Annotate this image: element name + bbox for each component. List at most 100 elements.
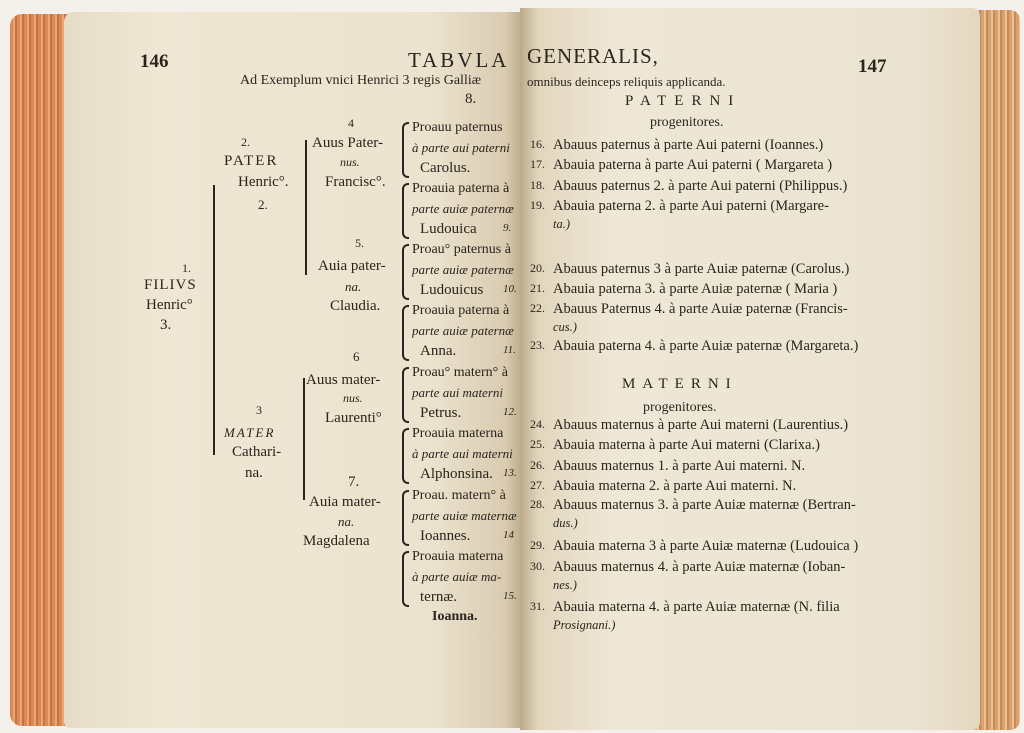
grandparent-title-cont: nus.: [343, 391, 363, 405]
great-grandparent-name: Ioannes.: [420, 528, 471, 544]
entry-number: 21.: [530, 281, 545, 295]
left-page: [64, 12, 520, 728]
great-grandparent-title-cont: à parte aui materni: [412, 446, 513, 461]
entry-text: Abauus Paternus 4. à parte Auiæ paternæ …: [553, 301, 848, 317]
brace-icon: [402, 428, 409, 484]
entry-text: Abauia materna 4. à parte Auiæ maternæ (…: [553, 599, 840, 615]
entry-number: 28.: [530, 497, 545, 511]
entry-text: Abauus maternus 3. à parte Auiæ maternæ …: [553, 497, 856, 513]
pater-number: 2.: [241, 135, 250, 149]
great-grandparent-title: Proauia paterna à: [412, 181, 510, 196]
great-grandparent-title-cont: parte auiæ paternæ: [412, 323, 514, 338]
entry-number: 20.: [530, 261, 545, 275]
title-left: TABVLA: [408, 48, 510, 72]
mater-label: MATER: [224, 425, 276, 440]
great-grandparent-title: Proau. matern° à: [412, 488, 506, 503]
great-grandparent-name: Alphonsina.: [420, 466, 493, 482]
entry-number: 18.: [530, 178, 545, 192]
filius-bracket: [213, 185, 215, 455]
entry-text: Abauia materna 3 à parte Auiæ maternæ (L…: [553, 538, 859, 554]
great-grandparent-number: 11.: [503, 344, 516, 356]
pater-generation: 2.: [258, 197, 268, 212]
brace-icon: [402, 551, 409, 607]
pater-bracket: [305, 140, 307, 275]
entry-number: 29.: [530, 538, 545, 552]
great-grandparent-title: Proau° matern° à: [412, 365, 508, 380]
entry-number: 26.: [530, 458, 545, 472]
entry-text: Abauia materna 2. à parte Aui materni. N…: [553, 478, 797, 494]
great-grandparent-first-number: 8.: [465, 91, 477, 107]
brace-icon: [402, 183, 409, 239]
entry-text: Abauia materna à parte Aui materni (Clar…: [553, 437, 820, 453]
great-grandparent-name: Petrus.: [420, 405, 462, 421]
entry-text: Abauus paternus 3 à parte Auiæ paternæ (…: [553, 261, 850, 277]
great-grandparent-title: Proauia materna: [412, 549, 504, 564]
entry-text: Abauia paterna à parte Aui paterni ( Mar…: [553, 157, 833, 173]
great-grandparent-title: Proau° paternus à: [412, 242, 511, 257]
entry-number: 22.: [530, 301, 545, 315]
grandparent-number: 7.: [348, 474, 360, 490]
grandparent-title-cont: nus.: [340, 155, 360, 169]
entry-text: Abauia paterna 3. à parte Auiæ paternæ (…: [553, 281, 838, 297]
entry-number: 27.: [530, 478, 545, 492]
materni-subheading: progenitores.: [643, 400, 717, 415]
grandparent-title: Auia mater-: [309, 494, 381, 510]
great-grandparent-title-cont: à parte auiæ ma-: [412, 569, 502, 584]
grandparent-name: Magdalena: [303, 533, 370, 549]
subtitle-right: omnibus deinceps reliquis applicanda.: [527, 74, 726, 89]
last-great-grandparent-name: Ioanna.: [432, 609, 478, 624]
entry-number: 17.: [530, 157, 545, 171]
title-right: GENERALIS,: [527, 44, 659, 68]
open-book: [6, 6, 1020, 730]
paterni-heading: PATERNI: [625, 93, 742, 109]
mater-bracket: [303, 378, 305, 500]
great-grandparent-title-cont: parte auiæ maternæ: [412, 508, 517, 523]
great-grandparent-name: Ludouica: [420, 221, 477, 237]
entry-number: 16.: [530, 137, 545, 151]
great-grandparent-title-cont: parte aui materni: [412, 385, 503, 400]
great-grandparent-title-cont: à parte aui paterni: [412, 140, 510, 155]
left-page-number: 146: [140, 51, 169, 72]
entry-text-wrap: cus.): [553, 320, 577, 334]
great-grandparent-name: Anna.: [420, 343, 457, 359]
great-grandparent-name: Carolus.: [420, 160, 471, 176]
grandparent-title: Auia pater-: [318, 258, 386, 274]
entry-text-wrap: ta.): [553, 217, 571, 231]
great-grandparent-number: 13.: [503, 467, 517, 479]
great-grandparent-title: Proauu paternus: [412, 120, 503, 135]
grandparent-name: Francisc°.: [325, 174, 386, 190]
brace-icon: [402, 367, 409, 423]
great-grandparent-number: 12.: [503, 406, 517, 418]
right-page-number: 147: [858, 56, 887, 77]
entry-text: Abauus paternus 2. à parte Aui paterni (…: [553, 178, 848, 194]
filius-name: Henric°: [146, 297, 193, 313]
great-grandparent-title-cont: parte auiæ paternæ: [412, 262, 514, 277]
grandparent-title-cont: na.: [345, 279, 362, 294]
filius-label: FILIVS: [144, 277, 197, 293]
mater-name: Cathari-: [232, 444, 282, 460]
entry-text: Abauia paterna 4. à parte Auiæ paternæ (…: [553, 338, 859, 354]
entry-number: 30.: [530, 559, 545, 573]
paterni-subheading: progenitores.: [650, 115, 724, 130]
mater-number: 3: [256, 403, 262, 417]
brace-icon: [402, 490, 409, 546]
entry-text-wrap: Prosignani.): [553, 618, 616, 632]
entry-text-wrap: nes.): [553, 578, 577, 592]
grandparent-title: Auus mater-: [306, 372, 381, 388]
great-grandparent-name: Ludouicus: [420, 282, 484, 298]
right-page: [520, 8, 980, 730]
great-grandparent-name: ternæ.: [420, 589, 458, 605]
great-grandparent-title: Proauia paterna à: [412, 303, 510, 318]
brace-icon: [402, 244, 409, 300]
entry-number: 24.: [530, 417, 545, 431]
entry-text: Abauia paterna 2. à parte Aui paterni (M…: [553, 198, 829, 214]
great-grandparent-number: 15.: [503, 590, 517, 602]
pater-label: PATER: [224, 153, 279, 169]
entry-number: 19.: [530, 198, 545, 212]
pater-name: Henric°.: [238, 174, 289, 190]
great-grandparent-title: Proauia materna: [412, 426, 504, 441]
grandparent-number: 4: [348, 116, 354, 130]
entry-number: 31.: [530, 599, 545, 613]
entry-number: 23.: [530, 338, 545, 352]
great-grandparent-title-cont: parte auiæ paternæ: [412, 201, 514, 216]
